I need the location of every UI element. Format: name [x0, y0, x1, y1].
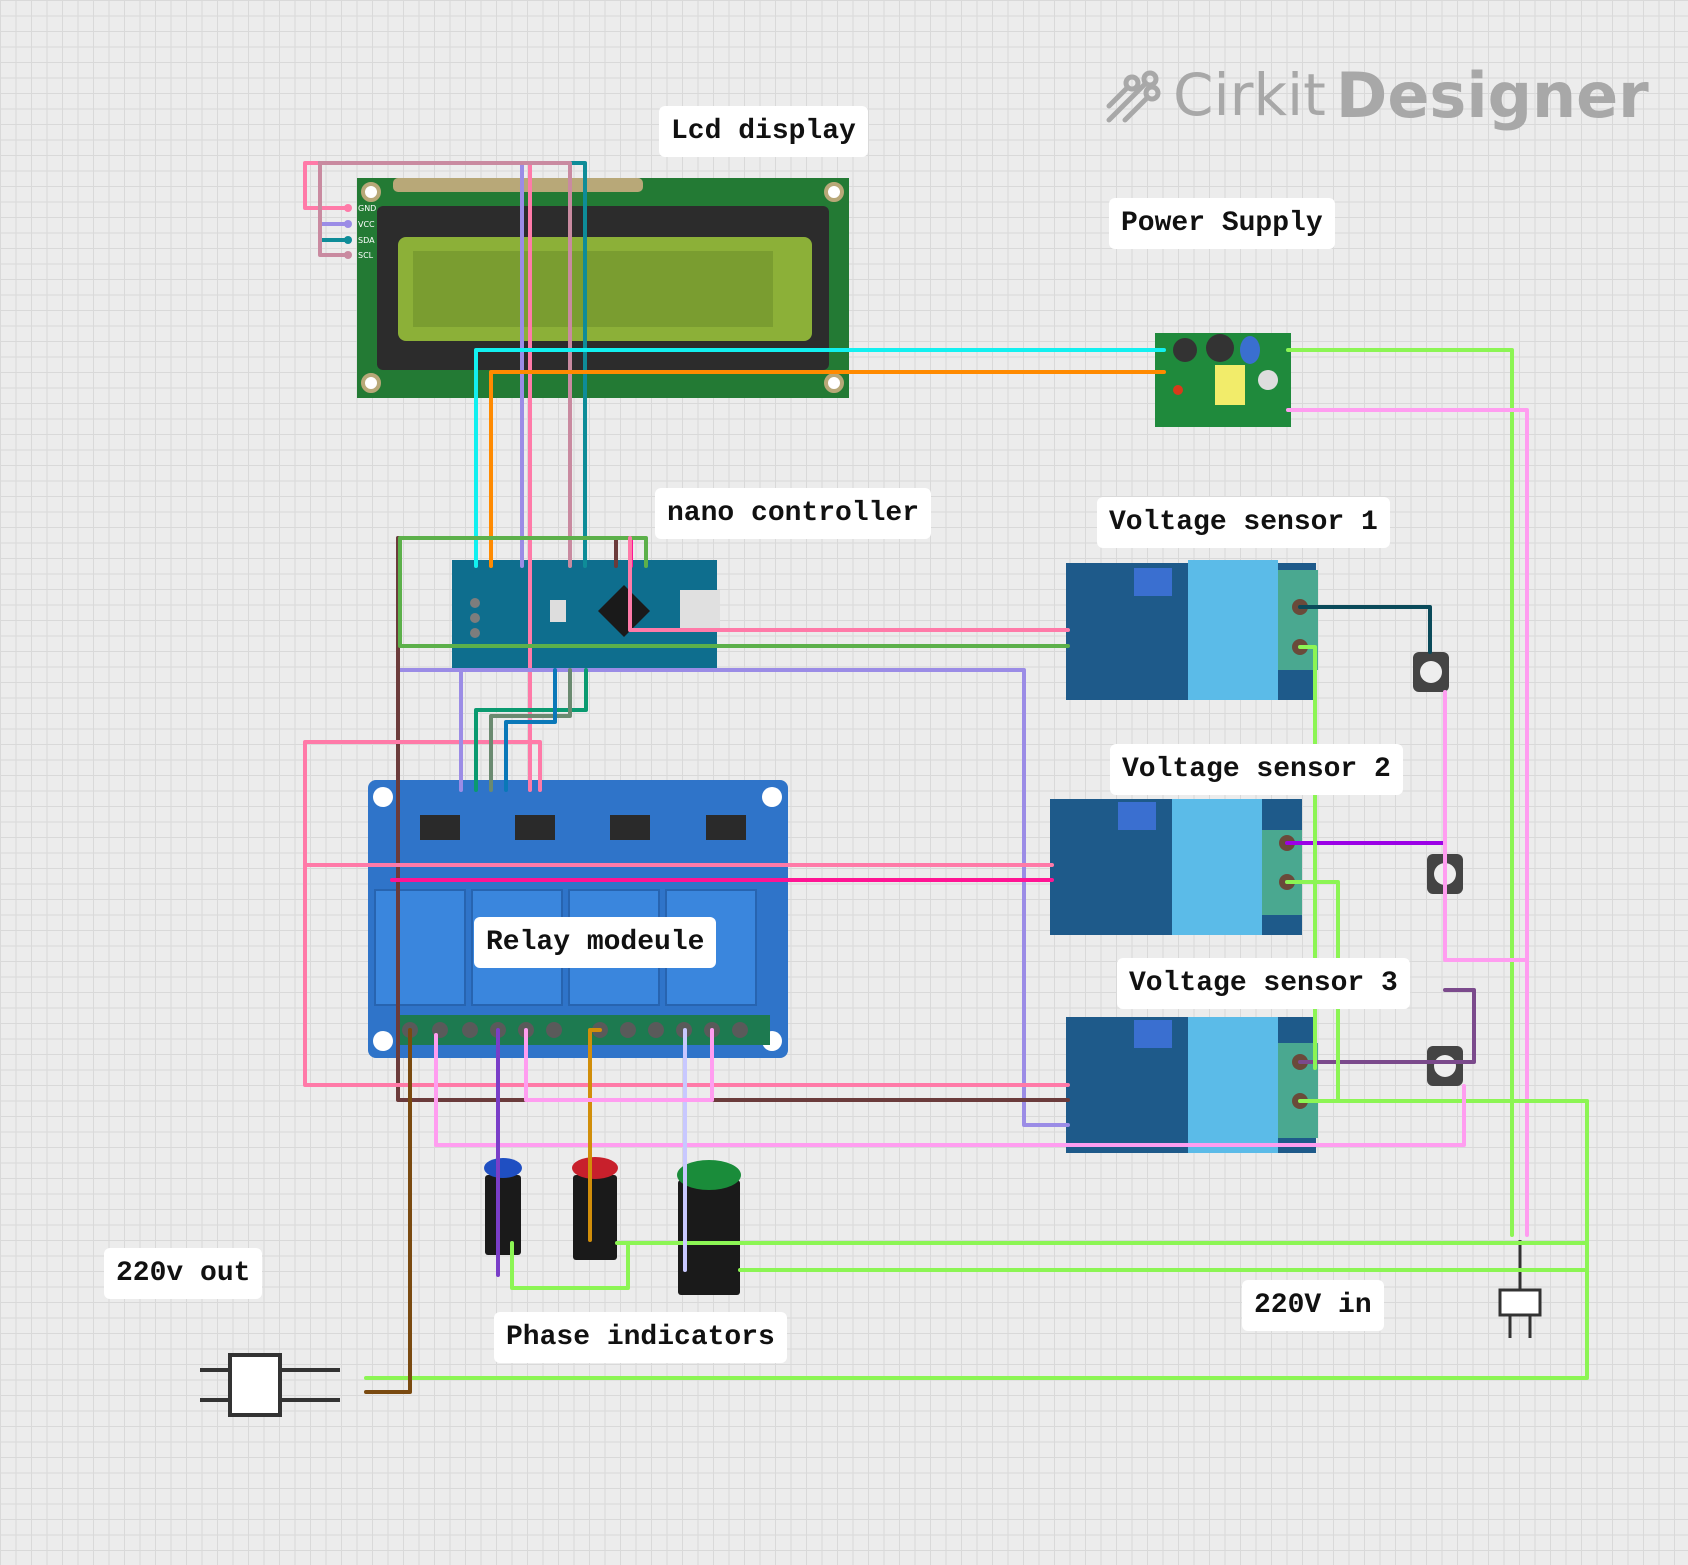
label-lcd-display: Lcd display: [659, 106, 868, 157]
wire-relay-gnd: [303, 740, 1070, 1087]
wire-psu-ac-n: [1286, 348, 1514, 1237]
plug-in-icon[interactable]: [1498, 1240, 1542, 1338]
wire-relay-out-red: [588, 1028, 602, 1242]
wire-relay-in2: [504, 668, 557, 792]
indicator-red[interactable]: [572, 1157, 618, 1260]
arduino-nano[interactable]: [452, 560, 720, 670]
svg-text:SDA: SDA: [358, 236, 375, 245]
wire-vs3-lime: [364, 1099, 1589, 1380]
label-relay-module: Relay modeule: [474, 917, 717, 968]
indicator-blue[interactable]: [484, 1158, 522, 1255]
svg-text:VCC: VCC: [358, 220, 375, 229]
label-voltage-sensor-3: Voltage sensor 3: [1117, 958, 1410, 1009]
label-220v-in: 220V in: [1242, 1280, 1384, 1331]
wire-vs2-pot: [1285, 841, 1447, 856]
wires: [303, 161, 1589, 1394]
voltage-sensor-1[interactable]: [1066, 560, 1318, 700]
brand-designer: Designer: [1335, 58, 1649, 132]
label-voltage-sensor-1: Voltage sensor 1: [1097, 497, 1390, 548]
wire-psu-gnd: [489, 370, 1166, 568]
svg-text:GND: GND: [358, 204, 376, 213]
wire-220-out: [364, 1028, 412, 1394]
trimmer-pot-1[interactable]: [1413, 652, 1449, 692]
wire-relay-in4: [474, 668, 588, 792]
plug-out-icon[interactable]: [200, 1353, 340, 1417]
circuit-logo-icon: [1106, 70, 1161, 123]
indicator-green[interactable]: [677, 1160, 741, 1295]
lcd-module[interactable]: GND VCC SDA SCL: [344, 178, 849, 398]
brand-cirkit: Cirkit: [1173, 61, 1326, 129]
cirkit-designer-logo: Cirkit Designer: [1105, 55, 1649, 135]
wire-ind-green: [510, 1241, 1589, 1290]
label-voltage-sensor-2: Voltage sensor 2: [1110, 744, 1403, 795]
label-nano-controller: nano controller: [655, 488, 932, 539]
label-power-supply: Power Supply: [1109, 198, 1335, 249]
wire-relay-com: [524, 1028, 714, 1102]
wire-lcd-scl: [318, 161, 572, 568]
wire-a1-vs: [628, 536, 1070, 632]
wire-vs1-lime: [1298, 645, 1317, 1070]
trimmer-pot-3[interactable]: [1427, 1046, 1463, 1086]
voltage-sensor-2[interactable]: [1050, 799, 1302, 935]
wire-vs1-pot: [1298, 605, 1432, 654]
wire-pot-lightpink: [434, 690, 1529, 1147]
label-phase-indicators: Phase indicators: [494, 1312, 787, 1363]
wire-psu-vin: [474, 348, 1166, 568]
voltage-sensor-3[interactable]: [1066, 1017, 1318, 1153]
wire-relay-in3: [489, 668, 572, 792]
svg-text:SCL: SCL: [358, 251, 374, 260]
wire-vs3-pot: [1298, 988, 1476, 1064]
wire-a0: [398, 536, 1070, 648]
power-supply-module[interactable]: [1155, 333, 1291, 427]
label-220v-out: 220v out: [104, 1248, 263, 1299]
